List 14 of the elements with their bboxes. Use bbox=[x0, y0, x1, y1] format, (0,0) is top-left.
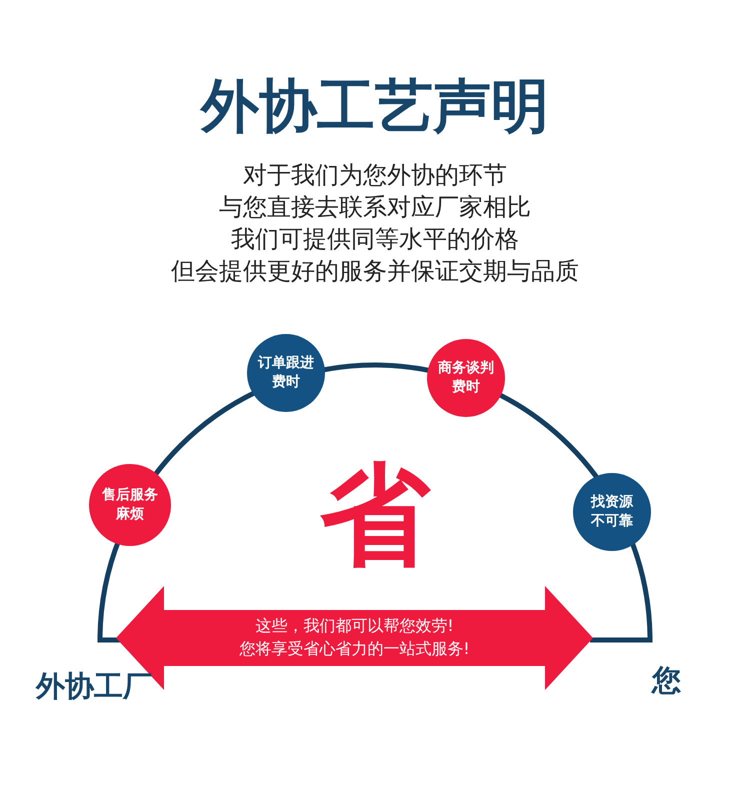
intro-text: 对于我们为您外协的环节 bbox=[243, 161, 507, 189]
intro-text: 但会提供更好的服务并保证交期与品质 bbox=[171, 257, 579, 285]
circle-text: 找资源不可靠 bbox=[590, 493, 634, 531]
big-character: 省 bbox=[320, 451, 430, 579]
circle-text: 订单跟进费时 bbox=[256, 354, 315, 392]
side-label: 您 bbox=[652, 660, 681, 700]
circle-text: 商务谈判费时 bbox=[437, 359, 495, 397]
intro-text: 与您直接去联系对应厂家相比 bbox=[219, 193, 531, 221]
circle-text: 售后服务麻烦 bbox=[101, 486, 159, 524]
side-label: 外协工厂 bbox=[36, 666, 152, 706]
title: 外协工艺声明 bbox=[201, 72, 549, 140]
double-arrow bbox=[116, 586, 593, 690]
edge-label: 这些，我们都可以帮您效劳! 您将享受省心省力的一站式服务! bbox=[239, 616, 470, 658]
intro-text: 我们可提供同等水平的价格 bbox=[231, 225, 519, 253]
